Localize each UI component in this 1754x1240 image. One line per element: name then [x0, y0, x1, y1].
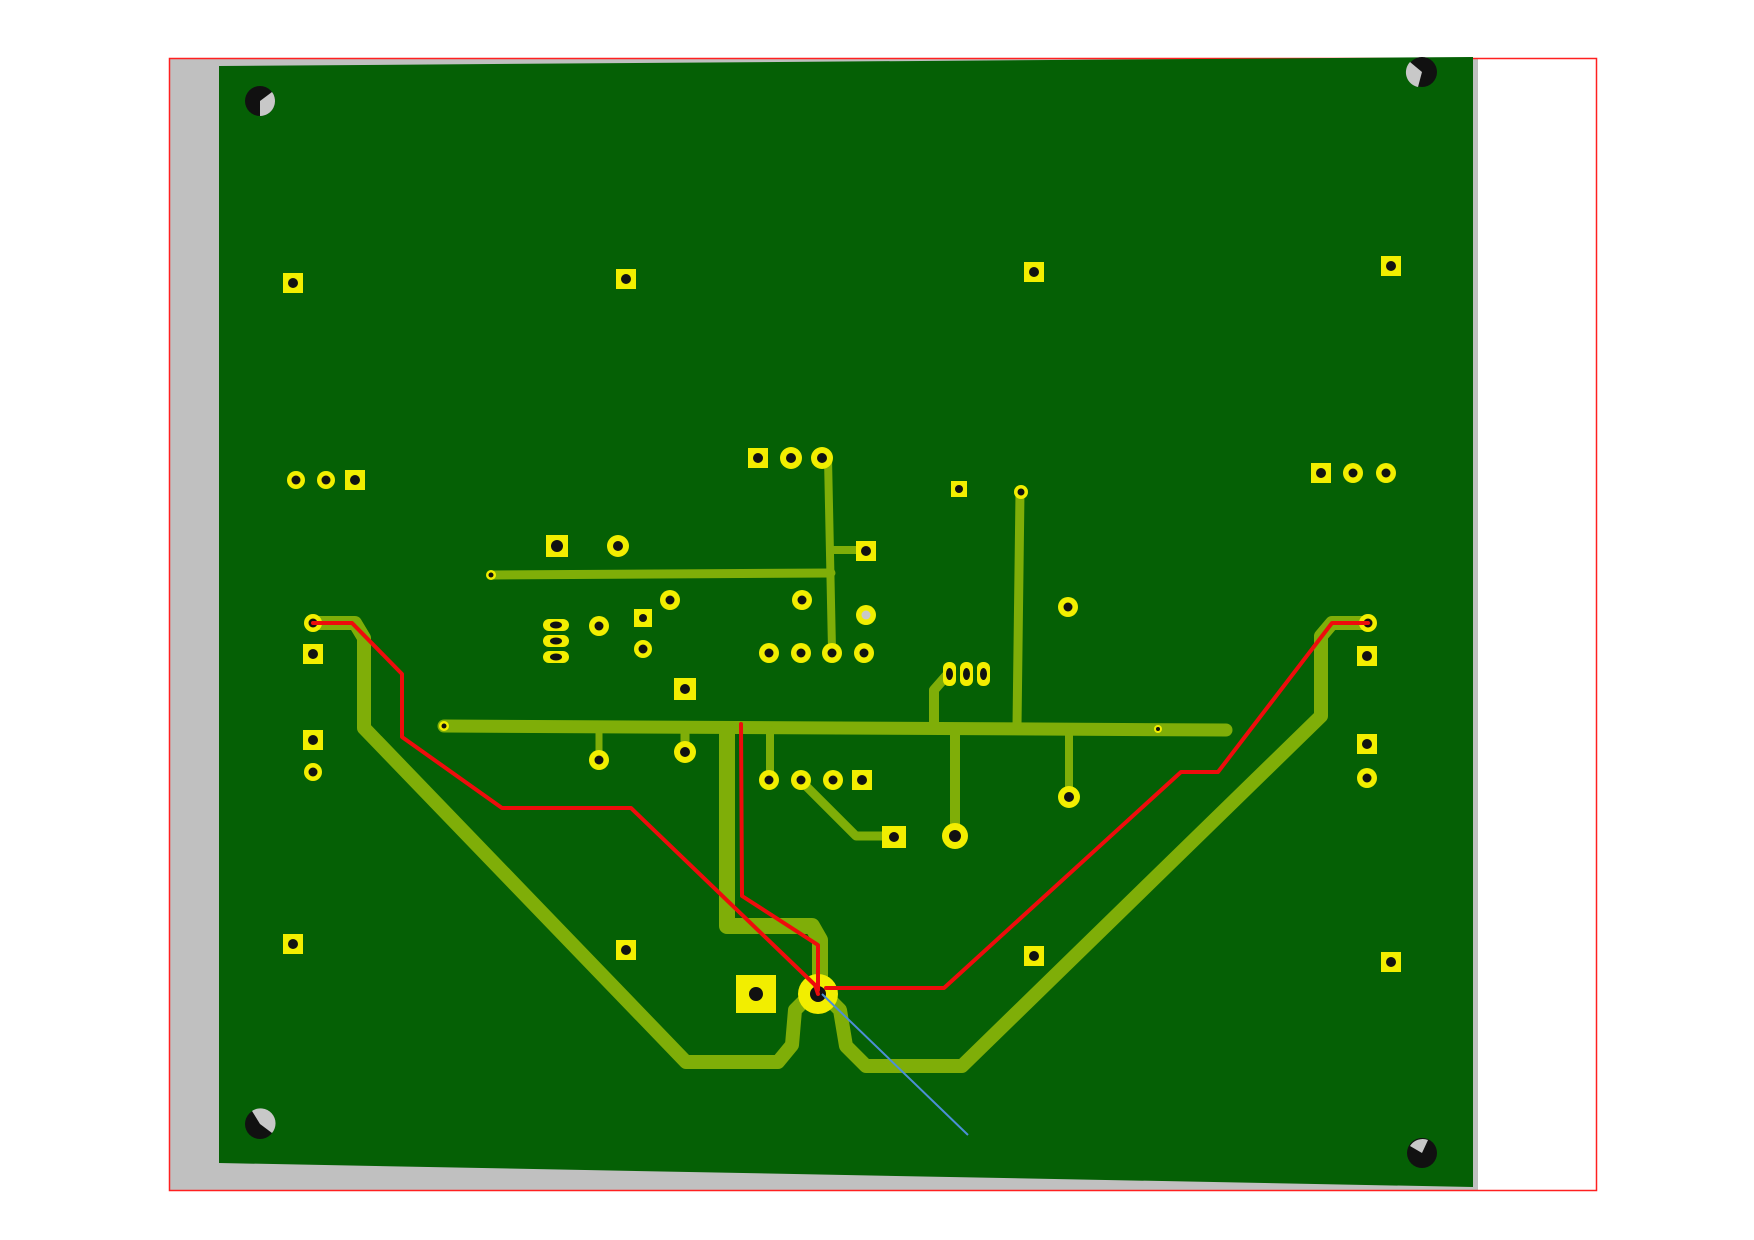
round-pad-icon[interactable] — [1058, 786, 1080, 808]
view-frame — [168, 57, 1598, 1192]
square-pad-icon[interactable] — [951, 481, 967, 497]
square-pad-icon[interactable] — [303, 644, 323, 664]
square-pad-icon[interactable] — [546, 535, 568, 557]
square-pad-icon[interactable] — [283, 273, 303, 293]
round-pad-icon[interactable] — [674, 741, 696, 763]
ratsnest-line — [821, 993, 969, 1136]
round-pad-icon[interactable] — [1343, 463, 1363, 483]
top-trace-center[interactable] — [739, 722, 820, 992]
mounting-hole-icon[interactable] — [1405, 57, 1437, 87]
round-pad-icon[interactable] — [856, 605, 876, 625]
mounting-holes — [245, 57, 1437, 1168]
mounting-hole-icon[interactable] — [1407, 1138, 1437, 1168]
square-pad-icon[interactable] — [736, 975, 776, 1013]
square-pad-icon[interactable] — [748, 448, 768, 468]
round-pad-icon[interactable] — [1154, 725, 1162, 733]
round-pad-icon[interactable] — [317, 471, 335, 489]
round-pad-icon[interactable] — [1376, 463, 1396, 483]
round-pad-icon[interactable] — [660, 590, 680, 610]
square-pad-icon[interactable] — [616, 269, 636, 289]
square-pad-icon[interactable] — [856, 541, 876, 561]
oval-pad-icon[interactable] — [977, 662, 990, 686]
round-pad-icon[interactable] — [942, 823, 968, 849]
trace-main-bus[interactable] — [437, 719, 1233, 737]
trace-vertical-1017[interactable] — [1012, 487, 1025, 731]
square-pad-icon[interactable] — [1381, 952, 1401, 972]
square-pad-icon[interactable] — [303, 730, 323, 750]
panel-right-blank — [1478, 58, 1596, 1191]
round-pad-icon[interactable] — [791, 770, 811, 790]
round-pad-icon[interactable] — [1058, 597, 1078, 617]
round-pad-icon[interactable] — [589, 750, 609, 770]
round-pad-icon[interactable] — [759, 643, 779, 663]
round-pad-icon[interactable] — [607, 535, 629, 557]
round-pad-icon[interactable] — [792, 590, 812, 610]
mounting-hole-icon[interactable] — [245, 1108, 276, 1139]
round-pad-icon[interactable] — [287, 471, 305, 489]
square-pad-icon[interactable] — [1024, 262, 1044, 282]
top-trace-left[interactable] — [311, 621, 820, 996]
square-pad-icon[interactable] — [1311, 463, 1331, 483]
square-pad-icon[interactable] — [1357, 734, 1377, 754]
square-pad-icon[interactable] — [674, 678, 696, 700]
pads — [283, 256, 1401, 1014]
square-pad-icon[interactable] — [882, 826, 906, 848]
square-pad-icon[interactable] — [1357, 646, 1377, 666]
round-pad-icon[interactable] — [439, 721, 449, 731]
round-pad-icon[interactable] — [780, 447, 802, 469]
round-pad-icon[interactable] — [822, 643, 842, 663]
round-pad-icon[interactable] — [791, 643, 811, 663]
oval-pad-icon[interactable] — [543, 619, 569, 631]
square-pad-icon[interactable] — [1024, 946, 1044, 966]
mounting-hole-icon[interactable] — [245, 86, 276, 116]
round-pad-icon[interactable] — [811, 447, 833, 469]
round-pad-icon[interactable] — [486, 570, 496, 580]
round-pad-icon[interactable] — [1014, 485, 1028, 499]
round-pad-icon[interactable] — [304, 763, 322, 781]
oval-pad-icon[interactable] — [543, 651, 569, 663]
trace-vertical-827[interactable] — [824, 454, 836, 654]
oval-pad-icon[interactable] — [943, 662, 956, 686]
square-pad-icon[interactable] — [616, 940, 636, 960]
oval-pad-icon[interactable] — [543, 635, 569, 647]
round-pad-icon[interactable] — [589, 616, 609, 636]
square-pad-icon[interactable] — [634, 609, 652, 627]
round-pad-icon[interactable] — [1357, 768, 1377, 788]
trace-upper-branch[interactable] — [486, 568, 836, 580]
oval-pad-icon[interactable] — [960, 662, 973, 686]
round-pad-icon[interactable] — [854, 643, 874, 663]
square-pad-icon[interactable] — [345, 470, 365, 490]
square-pad-icon[interactable] — [283, 934, 303, 954]
round-pad-icon[interactable] — [759, 770, 779, 790]
round-pad-icon[interactable] — [823, 770, 843, 790]
square-pad-icon[interactable] — [852, 770, 872, 790]
top-trace-right[interactable] — [824, 621, 1370, 990]
round-pad-icon[interactable] — [634, 640, 652, 658]
trace-diag-800[interactable] — [795, 775, 897, 841]
square-pad-icon[interactable] — [1381, 256, 1401, 276]
top-copper-layer — [311, 621, 1370, 996]
